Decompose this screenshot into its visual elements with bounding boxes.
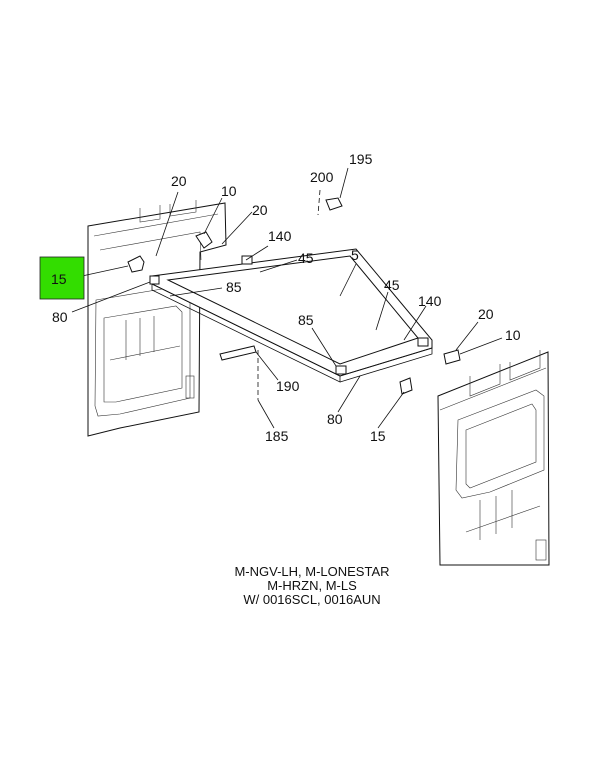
leader-lines <box>71 167 503 429</box>
callout-20-top[interactable]: 20 <box>171 173 187 189</box>
part-190-strap <box>219 345 257 361</box>
callout-200[interactable]: 200 <box>310 169 334 185</box>
left-wall-panel <box>87 200 227 437</box>
caption-line-1: M-NGV-LH, M-LONESTAR <box>234 564 389 579</box>
part-10-latch-top <box>195 231 213 249</box>
caption-line-3: W/ 0016SCL, 0016AUN <box>243 592 380 607</box>
callout-85-left[interactable]: 85 <box>226 279 242 295</box>
callout-80-left[interactable]: 80 <box>52 309 68 325</box>
callout-45-top[interactable]: 45 <box>298 250 314 266</box>
part-15-bracket-right <box>399 377 413 395</box>
callout-85-mid[interactable]: 85 <box>298 312 314 328</box>
callout-45-right[interactable]: 45 <box>384 277 400 293</box>
callout-185[interactable]: 185 <box>265 428 289 444</box>
bunk-frame <box>149 248 433 383</box>
caption-line-2: M-HRZN, M-LS <box>267 578 357 593</box>
highlight-box[interactable] <box>39 256 85 300</box>
callout-190[interactable]: 190 <box>276 378 300 394</box>
callout-140-top[interactable]: 140 <box>268 228 292 244</box>
callout-140-right[interactable]: 140 <box>418 293 442 309</box>
callout-80-bottom[interactable]: 80 <box>327 411 343 427</box>
callout-10-top[interactable]: 10 <box>221 183 237 199</box>
part-195-clip <box>325 197 343 211</box>
callout-10-right[interactable]: 10 <box>505 327 521 343</box>
part-10-latch-right <box>443 349 461 365</box>
part-15-bracket-left <box>127 255 145 273</box>
right-wall-panel <box>437 350 550 566</box>
callout-195[interactable]: 195 <box>349 151 373 167</box>
callout-5[interactable]: 5 <box>351 247 359 263</box>
callout-15-bottom[interactable]: 15 <box>370 428 386 444</box>
callout-15-highlight[interactable]: 15 <box>51 271 67 287</box>
callout-20-mid[interactable]: 20 <box>252 202 268 218</box>
callout-20-right[interactable]: 20 <box>478 306 494 322</box>
